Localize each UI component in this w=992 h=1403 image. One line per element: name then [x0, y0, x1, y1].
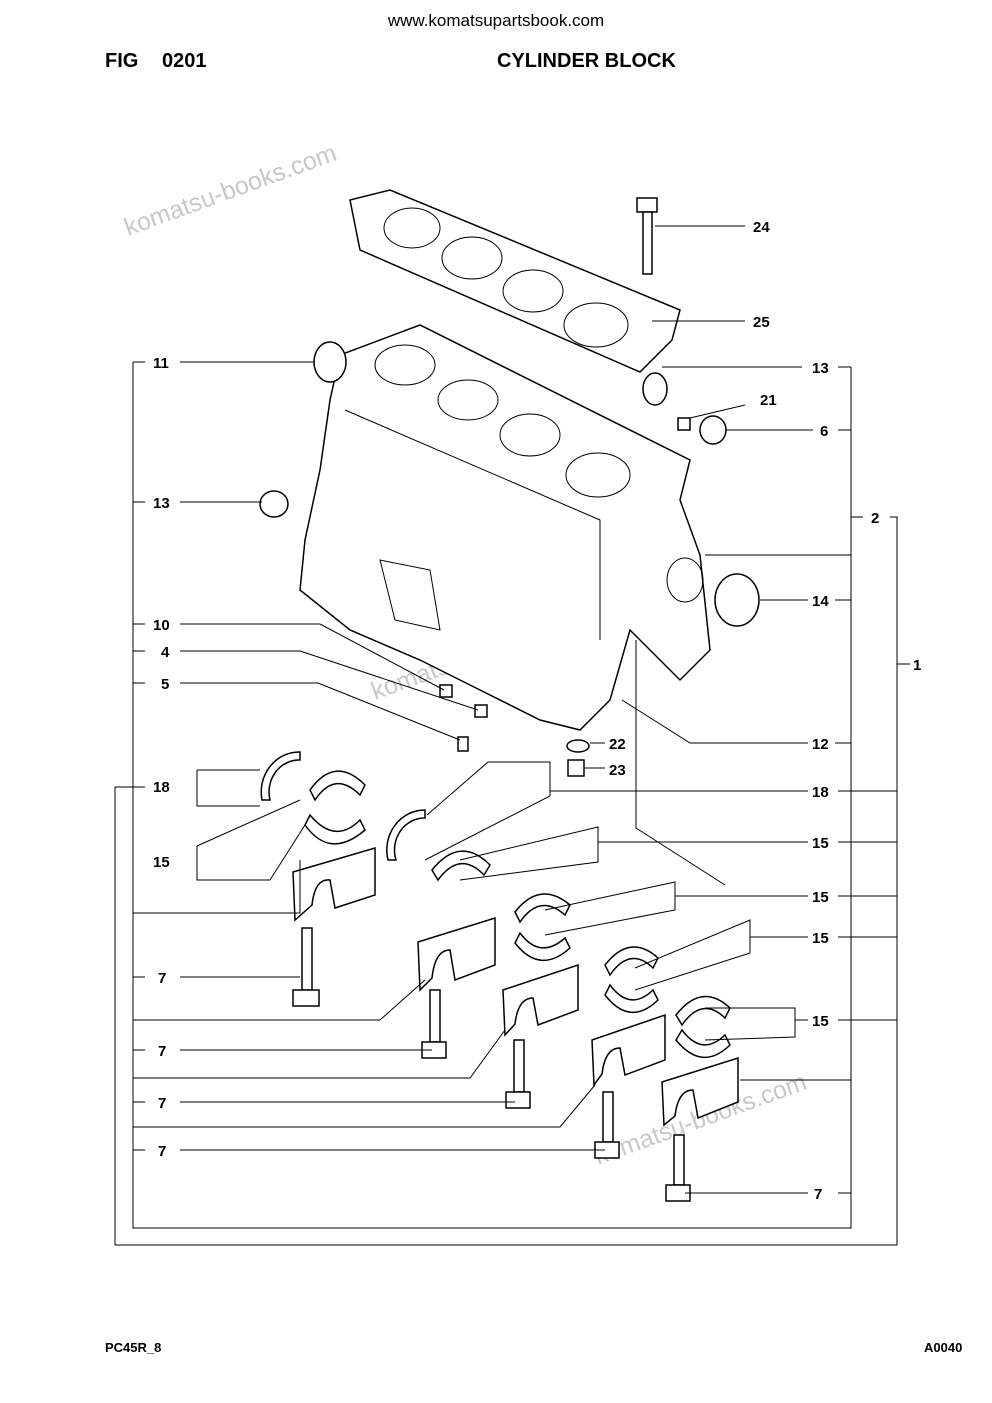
callout-18-left: 18 [153, 779, 170, 796]
cap-bolt-1 [292, 927, 320, 1007]
callout-7-c: 7 [158, 1095, 166, 1112]
bearing-3 [514, 893, 571, 962]
bearing-4 [604, 946, 659, 1014]
plug-4 [474, 704, 488, 718]
plug-10 [439, 684, 453, 698]
callout-15-left: 15 [153, 854, 170, 871]
callout-25: 25 [753, 314, 770, 331]
bearing-1 [304, 770, 366, 845]
callout-15-b: 15 [812, 889, 829, 906]
figure-title: CYLINDER BLOCK [497, 50, 676, 72]
callout-11: 11 [153, 355, 169, 372]
callout-15-a: 15 [812, 835, 829, 852]
bearing-5 [675, 995, 731, 1059]
callout-13-left: 13 [153, 495, 170, 512]
callout-7-e: 7 [814, 1186, 822, 1203]
callout-15-c: 15 [812, 930, 829, 947]
callout-12: 12 [812, 736, 829, 753]
head-bolt [636, 197, 658, 275]
figure-label: FIG [105, 50, 139, 72]
seal-14 [714, 573, 760, 627]
bearing-cap-5 [661, 1056, 739, 1127]
bearing-cap-2 [417, 916, 496, 992]
callout-14: 14 [812, 593, 829, 610]
bearing-cap-3 [502, 963, 579, 1037]
plug-23 [567, 759, 585, 777]
washer-22 [566, 739, 590, 753]
thrust-washer-left [260, 751, 301, 801]
expansion-plug-13-top [642, 372, 668, 406]
callout-23: 23 [609, 762, 626, 779]
callout-1: 1 [913, 657, 921, 674]
watermark-top: komatsu-books.com [120, 139, 340, 242]
leader-lines [114, 225, 910, 1246]
cap-bolt-3 [505, 1039, 531, 1109]
callout-24: 24 [753, 219, 770, 236]
cap-bolt-4 [594, 1091, 620, 1159]
plug-5 [457, 736, 469, 752]
callout-4: 4 [161, 644, 170, 661]
cap-bolt-2 [421, 989, 447, 1059]
bearing-cap-1 [292, 846, 376, 922]
thrust-washer-middle [386, 809, 426, 861]
page-code: A0040 [924, 1340, 963, 1355]
callout-7-d: 7 [158, 1143, 166, 1160]
callout-2: 2 [871, 510, 879, 527]
callout-21: 21 [760, 392, 777, 409]
model-code: PC45R_8 [105, 1340, 162, 1355]
expansion-plug-11 [313, 341, 347, 383]
figure-number: 0201 [162, 50, 207, 72]
bearing-cap-4 [591, 1013, 666, 1088]
bearing-2 [431, 850, 491, 882]
callout-18-right: 18 [812, 784, 829, 801]
head-gasket [349, 189, 681, 373]
callout-7-a: 7 [158, 970, 166, 987]
expansion-plug-13-left [259, 490, 289, 518]
callout-22: 22 [609, 736, 626, 753]
source-url: www.komatsupartsbook.com [387, 11, 605, 30]
cylinder-block [299, 324, 711, 731]
cap-6 [699, 415, 727, 445]
callout-5: 5 [161, 676, 169, 693]
callout-6: 6 [820, 423, 828, 440]
plug-21 [677, 417, 691, 431]
callout-7-b: 7 [158, 1043, 166, 1060]
callout-10: 10 [153, 617, 170, 634]
callout-15-d: 15 [812, 1013, 829, 1030]
callout-13-right: 13 [812, 360, 829, 377]
